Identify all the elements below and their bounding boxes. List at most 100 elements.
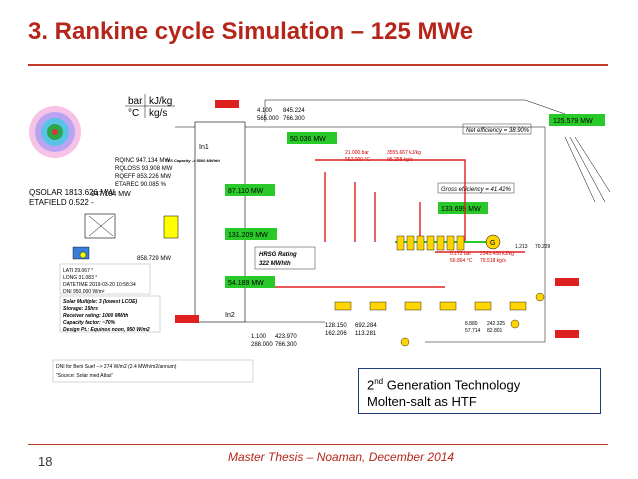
duty-54189-box — [225, 276, 275, 288]
units-bar: bar — [128, 96, 143, 107]
page-number: 18 — [38, 454, 53, 469]
q947-value: 947.134 MW — [91, 191, 131, 198]
value-845224: 845.224 — [283, 108, 305, 114]
design-point-text: Design Pt.: Equinox noon, 950 W/m2 — [63, 327, 150, 333]
duty-87110: 87.110 MW — [228, 188, 264, 195]
in1-label: In1 — [199, 144, 209, 151]
storage-text: Storage: 15hrs — [63, 306, 98, 312]
rankine-cycle-diagram: bar °C kJ/kg kg/s QSOLAR 1813.626 MW ETA… — [29, 94, 611, 383]
net-efficiency-box — [462, 123, 532, 135]
callout-line1: Generation Technology — [383, 377, 521, 393]
value-1213: 1.213 — [515, 244, 528, 250]
steam-pressure: 21.000 bar — [345, 150, 369, 156]
exhaust-enthalpy: 2343.436 kJ/kg — [480, 251, 514, 257]
dni-value: DNI 950.000 W/m² — [63, 289, 105, 295]
pump-icon — [535, 292, 545, 302]
solar-multiple-box — [59, 295, 161, 333]
receiver-block — [84, 213, 116, 239]
value-766300b: 766.300 — [275, 342, 297, 348]
value-1100: 1.100 — [251, 334, 267, 340]
units-kgs: kg/s — [149, 108, 167, 119]
slide-title: 3. Rankine cycle Simulation – 125 MWe — [28, 18, 474, 45]
value-162206: 162.206 — [325, 331, 347, 337]
title-divider — [28, 64, 608, 66]
temp-flag-top — [215, 100, 239, 108]
exhaust-pressure: 0.172 bar — [450, 251, 471, 257]
duty-131209-box — [225, 228, 277, 240]
footer-divider — [28, 444, 608, 445]
connection-lines — [175, 99, 611, 343]
footer-text: Master Thesis – Noaman, December 2014 — [228, 450, 455, 464]
steam-enthalpy: 3555.667 kJ/kg — [387, 150, 421, 156]
generator-icon — [485, 234, 501, 250]
pump-icon — [510, 319, 520, 329]
sun-icon — [79, 251, 87, 259]
etarec-value: ETAREC 90.085 % — [115, 182, 167, 188]
value-8880: 8.880 — [465, 321, 478, 327]
dni-note-line2: "Source: Solar med Atlas" — [56, 373, 113, 379]
callout-line2: Molten-salt as HTF — [367, 394, 477, 410]
value-565000: 565.000 — [257, 116, 279, 122]
duty-131209: 131.209 MW — [228, 232, 268, 239]
heliostat-field-icon — [29, 106, 81, 158]
dni-note-box — [52, 359, 254, 383]
gross-efficiency: Gross efficiency = 41.42% — [441, 187, 512, 193]
temp-flag-left — [175, 315, 199, 323]
flow-858-value: 858.729 MW — [137, 256, 171, 262]
hrsg-rating-box — [254, 246, 316, 270]
units-kj: kJ/kg — [149, 96, 172, 107]
duty-54189: 54.189 MW — [228, 280, 264, 287]
location-box — [59, 263, 151, 295]
duty-50036-box — [287, 132, 337, 144]
duty-87110-box — [225, 184, 275, 196]
callout-ordinal: nd — [374, 377, 384, 386]
feedwater-heaters — [334, 301, 527, 311]
steam-lines — [275, 159, 525, 288]
units-c: °C — [128, 108, 139, 119]
hrsg-rating-title: HRSG Rating — [259, 252, 297, 258]
heat-exchanger-block — [163, 215, 179, 239]
net-power: 125.579 MW — [553, 118, 593, 125]
value-113281: 113.281 — [355, 331, 377, 337]
gross-power-box — [438, 202, 488, 214]
etafield-value: ETAFIELD 0.522 - — [29, 198, 94, 207]
dni-note-line1: DNI for Beni Suef --> 274 W/m2 (2.4 MWh/… — [56, 364, 177, 370]
net-power-box — [549, 114, 605, 126]
rqloss-value: RQLOSS 93.908 MW — [115, 166, 173, 172]
duty-50036: 50.036 MW — [290, 136, 326, 143]
technology-callout: 2nd Generation Technology Molten-salt as… — [358, 368, 601, 414]
gross-power: 133.699 MW — [441, 206, 481, 213]
value-57714: 57.714 — [465, 328, 481, 334]
value-766300: 766.300 — [283, 116, 305, 122]
value-82801: 82.801 — [487, 328, 503, 334]
value-288000: 288.000 — [251, 342, 273, 348]
rqinc-value: RQINC 947.134 MW — [115, 158, 170, 164]
hrsg-rating-value: 322 MWhth — [259, 261, 291, 267]
capacity-factor-text: Capacity factor: ~70% — [63, 320, 116, 326]
receiver-rating-text: Receiver rating: 1000 MWth — [63, 313, 128, 319]
value-128150: 128.150 — [325, 323, 347, 329]
datetime-value: DATETIME 2019-03-20 10:58:34 — [63, 282, 136, 288]
longitude-value: LONG 31.083 ° — [63, 275, 97, 281]
temp-flag-bottom — [555, 330, 579, 338]
temp-flag-right — [555, 278, 579, 286]
in2-label: In2 — [225, 312, 235, 319]
generator-label: G — [490, 240, 495, 247]
latitude-value: LATI 29.067 ° — [63, 268, 93, 274]
turbine-stages — [396, 235, 465, 251]
tes-loop — [194, 121, 246, 323]
value-692284: 692.284 — [355, 323, 377, 329]
value-423970: 423.970 — [275, 334, 297, 340]
callout-number: 2 — [367, 377, 375, 393]
pump-icon — [400, 337, 410, 347]
value-242325: 242.325 — [487, 321, 505, 327]
net-efficiency: Net efficiency = 38.90% — [466, 128, 530, 134]
value-70229: 70.229 — [535, 244, 551, 250]
qsolar-value: QSOLAR 1813.626 MW — [29, 188, 115, 197]
exhaust-massflow: 79.518 kg/s — [480, 258, 506, 264]
tes-capacity-text: TES Capacity -> 5500 MWhth — [165, 158, 220, 163]
gross-efficiency-box — [437, 182, 515, 194]
rqeff-value: RQEFF 853.226 MW — [115, 174, 171, 180]
solar-multiple-text: Solar Multiple: 3 (lowest LCOE) — [63, 299, 138, 305]
exhaust-temperature: 56.864 °C — [450, 258, 473, 264]
